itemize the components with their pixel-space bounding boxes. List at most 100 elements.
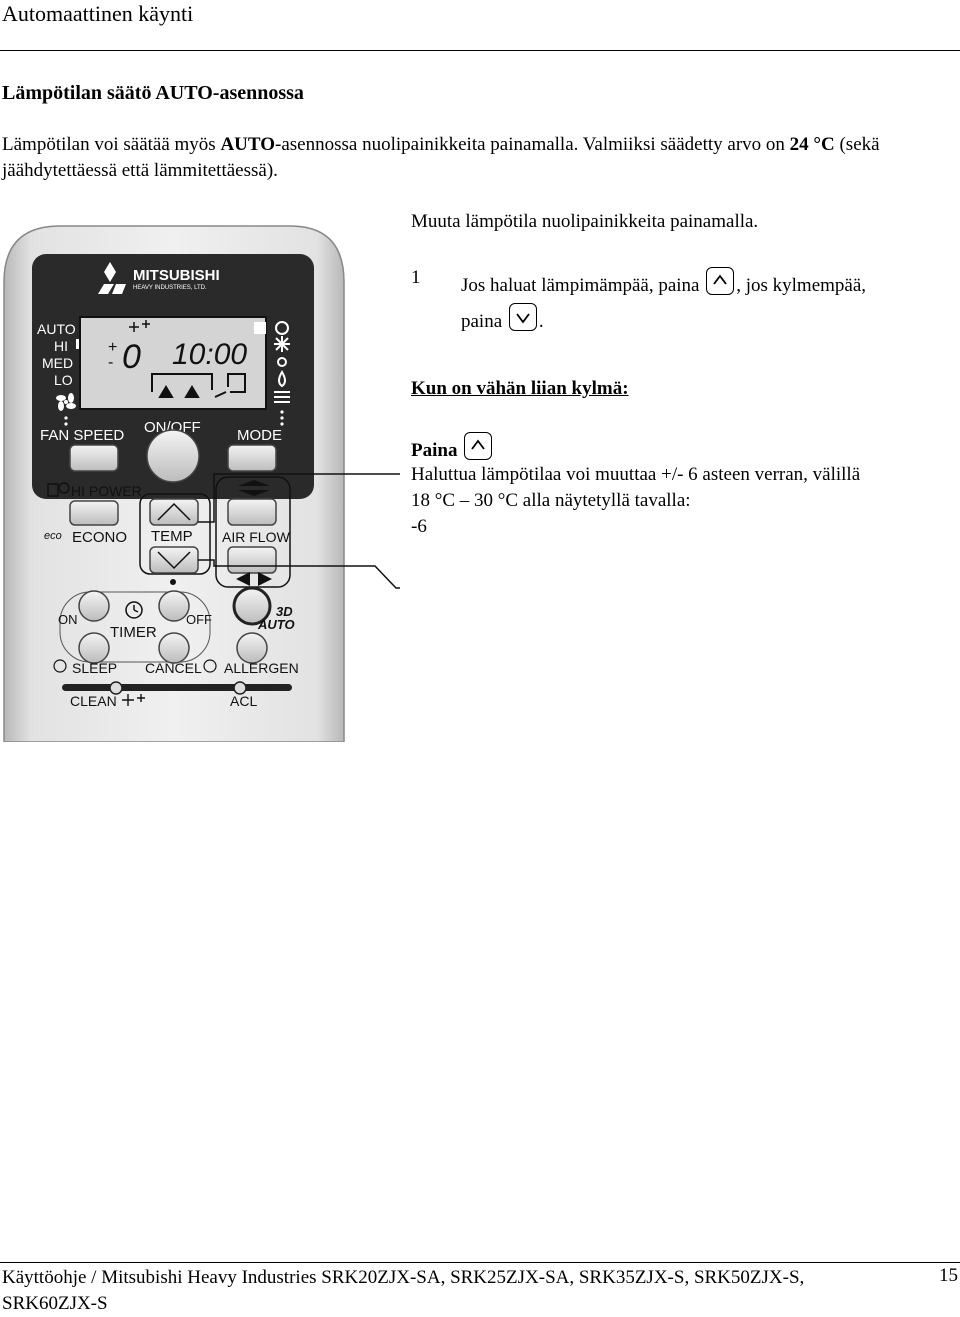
mode-indicator xyxy=(254,322,266,334)
fan-speed-label: FAN SPEED xyxy=(40,427,124,444)
intro-text-3: (sekä jäähdytettäessä että lämmitettäess… xyxy=(2,134,880,181)
acl-label: ACL xyxy=(230,693,257,709)
intro-paragraph: Lämpötilan voi säätää myös AUTO-asennoss… xyxy=(2,132,952,184)
mode-icons xyxy=(274,321,290,403)
footer-text: Käyttöohje / Mitsubishi Heavy Industries… xyxy=(2,1267,805,1314)
intro-text-1: Lämpötilan voi säätää myös xyxy=(2,134,221,155)
cold-heading: Kun on vähän liian kylmä: xyxy=(411,378,629,399)
fan-mode-icon xyxy=(274,391,290,403)
allergen-button[interactable] xyxy=(236,632,268,664)
3d-auto-button[interactable] xyxy=(232,586,272,626)
press-up-line: Paina xyxy=(411,432,494,466)
sleep-face-icon xyxy=(53,659,67,673)
step-number: 1 xyxy=(411,267,421,288)
title-divider xyxy=(0,50,960,51)
page-title: Automaattinen käynti xyxy=(2,1,194,26)
fan-label-auto: AUTO xyxy=(37,321,76,337)
cool-mode-icon xyxy=(274,336,290,352)
fan-label-lo: LO xyxy=(54,372,73,388)
sleep-label: SLEEP xyxy=(72,660,117,676)
on-off-button[interactable] xyxy=(146,429,200,483)
fan-speed-button[interactable] xyxy=(69,444,119,472)
clock-icon xyxy=(125,601,143,619)
temp-group-outline xyxy=(139,493,211,575)
cold-line-3: -6 xyxy=(411,516,427,537)
cancel-label: CANCEL xyxy=(145,660,202,676)
step-text: Jos haluat lämpimämpää, paina , jos kylm… xyxy=(461,267,951,339)
mode-label: MODE xyxy=(237,427,282,444)
remote-control-illustration: MITSUBISHI HEAVY INDUSTRIES, LTD. AUTO H… xyxy=(3,225,400,742)
temp-dot xyxy=(170,579,176,585)
hi-power-button[interactable] xyxy=(69,500,119,526)
step-text-3: paina xyxy=(461,311,503,332)
3d-label: 3D xyxy=(276,604,293,619)
timer-off-label: OFF xyxy=(186,612,212,627)
instruction-line: Muuta lämpötila nuolipainikkeita painama… xyxy=(411,211,759,232)
on-off-label: ON/OFF xyxy=(144,419,201,436)
acl-switch[interactable] xyxy=(233,681,247,695)
hi-power-icon xyxy=(47,482,70,497)
vertical-swing-icon xyxy=(238,480,270,496)
cold-line-2: 18 °C – 30 °C alla näytetyllä tavalla: xyxy=(411,490,691,511)
page-number: 15 xyxy=(939,1265,958,1286)
lcd-display xyxy=(79,316,267,410)
fan-label-med: MED xyxy=(42,355,73,371)
up-arrow-icon xyxy=(157,502,191,521)
up-arrow-button-icon xyxy=(706,267,735,295)
footer-divider xyxy=(0,1262,960,1263)
step-text-2: , jos kylmempää, xyxy=(736,275,867,296)
display-value: 0 xyxy=(122,338,141,376)
allergen-face-icon xyxy=(203,659,217,673)
timer-off-button[interactable] xyxy=(158,590,190,622)
auto-mode-icon xyxy=(275,321,289,335)
cold-description: Haluttua lämpötilaa voi muuttaa +/- 6 as… xyxy=(411,462,956,540)
cancel-button[interactable] xyxy=(158,632,190,664)
sleep-button[interactable] xyxy=(78,632,110,664)
timer-label: TIMER xyxy=(110,624,157,641)
horizontal-swing-icon xyxy=(236,572,272,586)
callout-line-down xyxy=(198,559,400,589)
mitsubishi-logo-icon xyxy=(98,262,126,294)
timer-on-label: ON xyxy=(58,612,78,627)
section-heading: Lämpötilan säätö AUTO-asennossa xyxy=(2,82,304,104)
temp-label: TEMP xyxy=(151,528,193,545)
dotted-line-icon xyxy=(64,410,284,426)
intro-text-2: -asennossa nuolipainikkeita painamalla. … xyxy=(275,134,790,155)
up-arrow-button-icon-2 xyxy=(464,432,493,460)
down-arrow-button-icon xyxy=(508,303,537,331)
temp-down-button[interactable] xyxy=(149,546,199,574)
3d-auto-label: AUTO xyxy=(257,617,295,632)
cold-line-1: Haluttua lämpötilaa voi muuttaa +/- 6 as… xyxy=(411,464,861,485)
heat-mode-icon xyxy=(277,357,287,367)
allergen-label: ALLERGEN xyxy=(224,660,299,676)
display-minus: - xyxy=(108,354,113,371)
display-time: 10:00 xyxy=(172,338,247,371)
down-arrow-icon xyxy=(157,551,191,570)
intro-bold-auto: AUTO xyxy=(220,134,276,155)
mode-button[interactable] xyxy=(227,444,277,472)
intro-bold-temp: 24 °C xyxy=(789,134,835,155)
airflow-up-button[interactable] xyxy=(227,498,277,526)
hi-power-label: HI POWER xyxy=(71,483,142,499)
eco-logo: eco xyxy=(44,530,62,542)
clean-acl-bar xyxy=(62,684,292,691)
econo-label: ECONO xyxy=(72,529,127,546)
temp-up-button[interactable] xyxy=(149,498,199,526)
fan-icon xyxy=(56,393,76,411)
clean-switch[interactable] xyxy=(109,681,123,695)
timer-group-outline xyxy=(59,591,211,663)
brand-name: MITSUBISHI xyxy=(133,267,220,284)
airflow-louver-icon xyxy=(151,373,246,398)
brand-subtitle: HEAVY INDUSTRIES, LTD. xyxy=(133,285,207,291)
callout-line-up xyxy=(198,473,400,523)
air-flow-label: AIR FLOW xyxy=(222,529,290,545)
step-text-1: Jos haluat lämpimämpää, paina xyxy=(461,275,700,296)
dry-mode-icon xyxy=(278,370,286,388)
step-text-4: . xyxy=(538,311,544,332)
clean-label: CLEAN xyxy=(70,693,117,709)
fan-label-hi: HI xyxy=(54,338,68,354)
sparkle-icon xyxy=(122,694,145,706)
clean-sparkle-icon xyxy=(129,320,150,332)
airflow-down-button[interactable] xyxy=(227,546,277,574)
timer-on-button[interactable] xyxy=(78,590,110,622)
